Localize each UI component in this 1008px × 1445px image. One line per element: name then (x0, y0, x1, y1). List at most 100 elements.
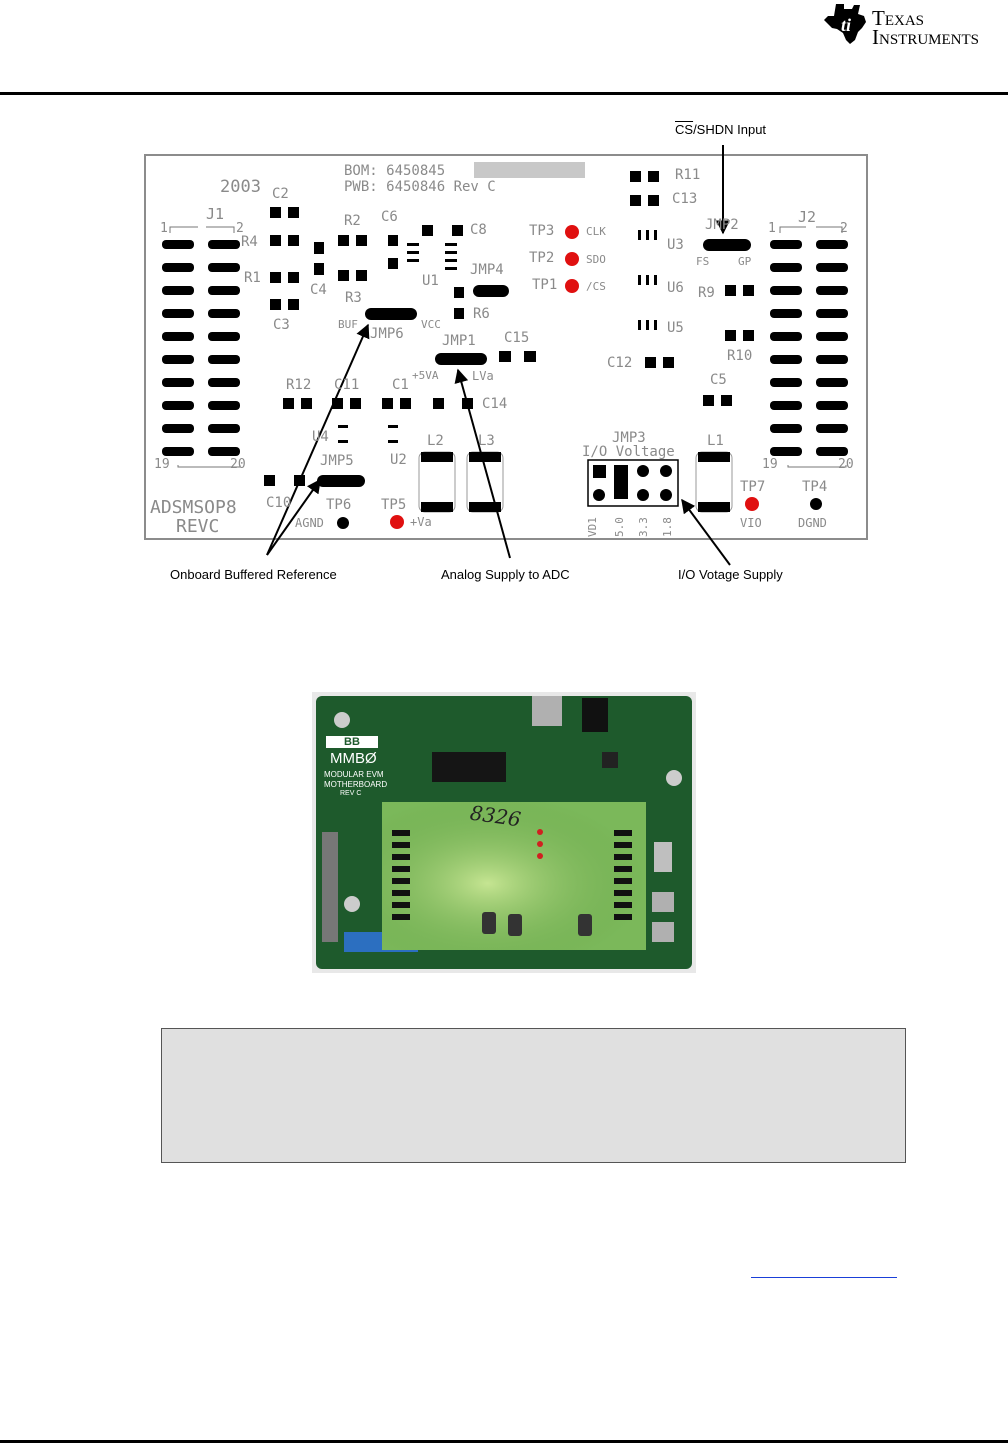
label-j1: J1 (206, 205, 225, 223)
label-c15: C15 (504, 330, 530, 346)
label-tp1: TP1 (532, 277, 558, 293)
label-u2: U2 (390, 452, 407, 468)
callout-arrows (266, 145, 731, 566)
label-pin2-j2: 2 (840, 221, 848, 236)
label-jmp4: JMP4 (470, 262, 504, 278)
label-jmp1: JMP1 (442, 333, 476, 349)
label-c3: C3 (273, 317, 290, 333)
label-tp3: TP3 (529, 223, 555, 239)
photo-line1: MODULAR EVM (324, 770, 384, 779)
photo-drawing (312, 692, 696, 973)
label-l1: L1 (707, 433, 724, 449)
label-plus5va: +5VA (412, 369, 439, 382)
ti-logo: ti Texas Instruments (822, 2, 1008, 49)
photo-line2: MOTHERBOARD (324, 780, 388, 789)
label-c10: C10 (266, 495, 292, 511)
label-r1: R1 (244, 270, 261, 286)
hyperlink-underline[interactable] (751, 1277, 897, 1278)
label-tp4: TP4 (802, 479, 828, 495)
label-pin1-j1: 1 (160, 221, 168, 236)
label-jmp6: JMP6 (370, 326, 404, 342)
label-pin1-j2: 1 (768, 221, 776, 236)
label-u6: U6 (667, 280, 684, 296)
label-pin19-j2: 19 (762, 457, 778, 472)
label-j2: J2 (798, 208, 817, 226)
label-u4: U4 (312, 429, 329, 445)
label-r3: R3 (345, 290, 362, 306)
label-plusva: +Va (410, 515, 432, 529)
callout-cs-shdn: CS/SHDN Input (675, 122, 766, 137)
photo-title: MMBØ (330, 750, 377, 767)
board-name-line1: ADSMSOP8 (150, 497, 237, 518)
label-c2: C2 (272, 186, 289, 202)
label-r9: R9 (698, 285, 715, 301)
label-vio: VIO (740, 516, 762, 530)
label-c14: C14 (482, 396, 508, 412)
brand-word-instruments: Instruments (872, 25, 980, 49)
label-u1: U1 (422, 273, 439, 289)
board-figure: 2003 BOM: 6450845 PWB: 6450846 Rev C ADS… (140, 115, 880, 595)
label-l2: L2 (427, 433, 444, 449)
label-vcc: VCC (421, 318, 441, 331)
label-v33: 3.3 (637, 517, 650, 537)
label-sticker (474, 162, 585, 178)
label-c6: C6 (381, 209, 398, 225)
label-v18: 1.8 (661, 517, 674, 537)
callout-cs-rest: /SHDN Input (693, 122, 767, 137)
photo-line3: REV C (340, 790, 362, 797)
label-c8: C8 (470, 222, 487, 238)
label-tp2: TP2 (529, 250, 555, 266)
label-r2: R2 (344, 213, 361, 229)
label-u3: U3 (667, 237, 684, 253)
smd-pads (264, 171, 754, 486)
label-jmp2: JMP2 (705, 217, 739, 233)
board-diagram (144, 145, 868, 566)
test-points (337, 225, 822, 529)
svg-text:ti: ti (841, 15, 851, 35)
label-jmp3: JMP3 (612, 430, 646, 446)
label-vd1: VD1 (586, 517, 599, 537)
label-c13: C13 (672, 191, 698, 207)
jumpers (317, 239, 751, 507)
label-c11: C11 (334, 377, 360, 393)
board-pwb: PWB: 6450846 Rev C (344, 179, 496, 195)
label-clk: CLK (586, 225, 606, 238)
label-u5: U5 (667, 320, 684, 336)
label-io-voltage: I/O Voltage (582, 444, 675, 460)
label-dgnd: DGND (798, 516, 827, 530)
label-lva: LVa (472, 369, 494, 383)
label-l3: L3 (478, 433, 495, 449)
label-r11: R11 (675, 167, 701, 183)
label-tp5: TP5 (381, 497, 407, 513)
board-bom: BOM: 6450845 (344, 163, 446, 179)
label-gp: GP (738, 255, 752, 268)
label-tp6: TP6 (326, 497, 352, 513)
footer-rule (0, 1440, 1008, 1443)
label-tp7: TP7 (740, 479, 766, 495)
label-pin20-j2: 20 (838, 457, 854, 472)
note-box (161, 1028, 906, 1163)
label-pin20-j1: 20 (230, 457, 246, 472)
label-cs-pin: /CS (586, 280, 606, 293)
label-r10: R10 (727, 348, 753, 364)
board-name-line2: REVC (176, 516, 220, 537)
motherboard-photo: BB MMBØ MODULAR EVM MOTHERBOARD REV C 83… (312, 692, 696, 973)
callout-analog-supply: Analog Supply to ADC (441, 567, 570, 582)
label-r6: R6 (473, 306, 490, 322)
callout-buffered-ref: Onboard Buffered Reference (170, 567, 337, 582)
ic-pads (338, 230, 657, 443)
label-buf: BUF (338, 318, 358, 331)
label-fs: FS (696, 255, 710, 268)
header-rule (0, 92, 1008, 95)
label-c1: C1 (392, 377, 409, 393)
callout-io-supply: I/O Votage Supply (678, 567, 783, 582)
brand-word-texas: Texas (872, 6, 924, 30)
callout-cs-overline: CS (675, 122, 694, 137)
label-jmp5: JMP5 (320, 453, 354, 469)
label-c12: C12 (607, 355, 633, 371)
label-sdo: SDO (586, 253, 606, 266)
board-year: 2003 (220, 177, 261, 197)
j2-header (770, 240, 848, 456)
photo-logo: BB (326, 736, 378, 748)
label-pin2-j1: 2 (236, 221, 244, 236)
